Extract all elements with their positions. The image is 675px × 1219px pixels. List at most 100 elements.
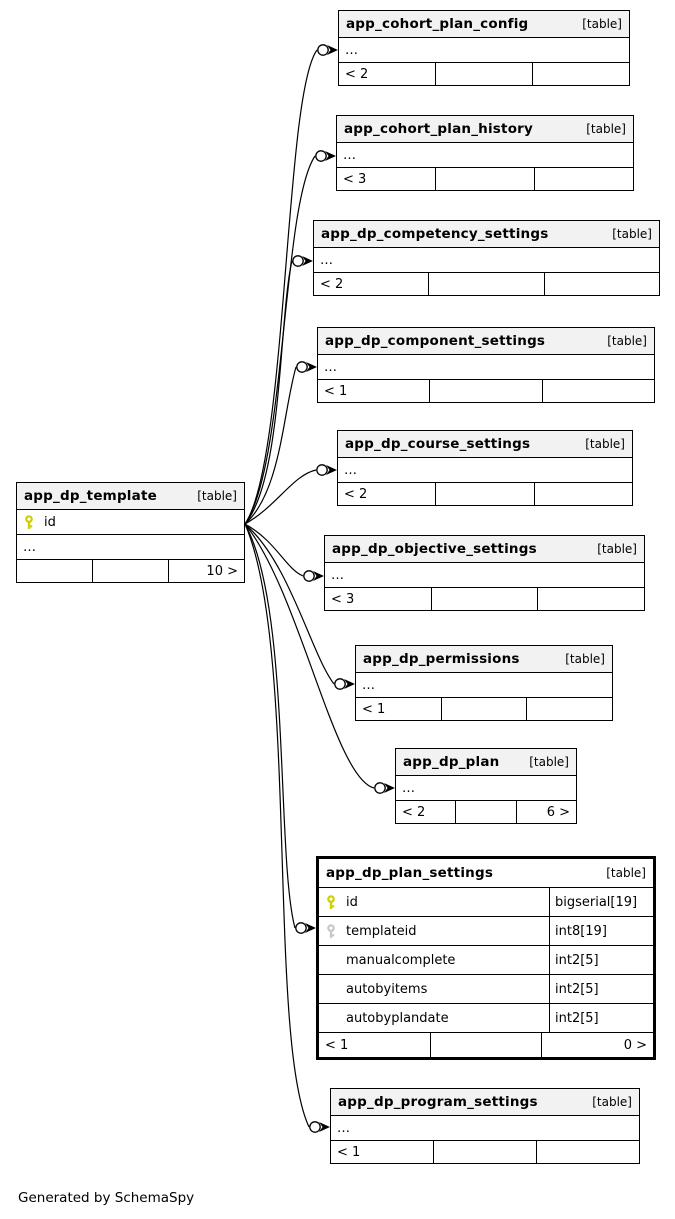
column-name: … bbox=[362, 677, 375, 693]
degree-row: < 1 bbox=[356, 698, 612, 720]
table-header-app_cohort_plan_config[interactable]: app_cohort_plan_config[table] bbox=[339, 11, 629, 38]
hidden-columns-row: … bbox=[339, 38, 629, 63]
degree-cell bbox=[434, 1141, 537, 1163]
degree-row: < 3 bbox=[337, 168, 633, 190]
degree-row: < 2 bbox=[339, 63, 629, 85]
hidden-columns-row: … bbox=[325, 563, 644, 588]
degree-cell bbox=[456, 801, 517, 823]
edge-arrowhead-icon bbox=[384, 783, 395, 793]
degree-cell bbox=[535, 168, 633, 190]
table-name[interactable]: app_dp_component_settings bbox=[325, 333, 546, 349]
degree-row: < 2 bbox=[338, 483, 632, 505]
table-name[interactable]: app_dp_template bbox=[24, 488, 157, 504]
table-name[interactable]: app_dp_competency_settings bbox=[321, 226, 549, 242]
degree-cell bbox=[436, 483, 535, 505]
degree-cell bbox=[436, 168, 535, 190]
primary-key-icon bbox=[327, 894, 335, 909]
hidden-columns-row: … bbox=[396, 776, 576, 801]
column-type-cell: bigserial[19] bbox=[549, 888, 653, 916]
table-node-app_dp_course_settings: app_dp_course_settings [table] …< 2 bbox=[337, 430, 633, 506]
table-header-app_dp_template[interactable]: app_dp_template [table] bbox=[17, 483, 244, 510]
column-name-cell: id bbox=[319, 888, 549, 916]
column-type-cell: int2[5] bbox=[549, 975, 653, 1003]
table-header-app_dp_competency_settings[interactable]: app_dp_competency_settings [table] bbox=[314, 221, 659, 248]
table-node-app_cohort_plan_history: app_cohort_plan_history[table] … < 3 bbox=[336, 115, 634, 191]
edge-circle-terminator bbox=[374, 782, 386, 794]
table-type-badge: [table] bbox=[592, 1095, 632, 1109]
table-header-app_dp_objective_settings[interactable]: app_dp_objective_settings[table] bbox=[325, 536, 644, 563]
edge-arrowhead-icon bbox=[326, 465, 337, 475]
table-type-badge: [table] bbox=[585, 437, 625, 451]
table-type-badge: [table] bbox=[607, 334, 647, 348]
table-name[interactable]: app_dp_objective_settings bbox=[332, 541, 537, 557]
column-name: … bbox=[345, 42, 358, 58]
table-header-app_dp_component_settings[interactable]: app_dp_component_settings [table] bbox=[318, 328, 654, 355]
degree-cell bbox=[543, 380, 654, 402]
edge-arrowhead-icon bbox=[306, 362, 317, 372]
column-name-cell: … bbox=[17, 535, 244, 559]
edge-circle-terminator bbox=[316, 464, 328, 476]
column-name-cell: … bbox=[356, 673, 612, 697]
column-type-cell: int2[5] bbox=[549, 946, 653, 974]
table-header-app_dp_course_settings[interactable]: app_dp_course_settings [table] bbox=[338, 431, 632, 458]
column-name-cell: id bbox=[17, 510, 244, 534]
degree-cell bbox=[17, 560, 93, 582]
table-header-app_dp_plan[interactable]: app_dp_plan [table] bbox=[396, 749, 576, 776]
degree-row: < 1 bbox=[331, 1141, 639, 1163]
relationship-line-app_dp_course_settings bbox=[244, 469, 317, 525]
table-type-badge: [table] bbox=[565, 652, 605, 666]
degree-cell bbox=[429, 273, 545, 295]
column-name: … bbox=[343, 147, 356, 163]
table-header-app_dp_plan_settings[interactable]: app_dp_plan_settings[table] bbox=[319, 859, 653, 888]
edge-circle-terminator bbox=[303, 570, 315, 582]
edge-arrowhead-icon bbox=[325, 151, 336, 161]
column-row-manualcomplete: manualcomplete int2[5] bbox=[319, 946, 653, 975]
degree-cell bbox=[545, 273, 659, 295]
table-name[interactable]: app_dp_program_settings bbox=[338, 1094, 538, 1110]
table-name[interactable]: app_dp_course_settings bbox=[345, 436, 531, 452]
degree-cell bbox=[442, 698, 528, 720]
hidden-columns-row: … bbox=[331, 1116, 639, 1141]
table-header-app_dp_program_settings[interactable]: app_dp_program_settings [table] bbox=[331, 1089, 639, 1116]
column-name: templateid bbox=[346, 923, 417, 939]
column-name: … bbox=[331, 567, 344, 583]
table-name[interactable]: app_dp_plan bbox=[403, 754, 500, 770]
relationship-line-app_dp_competency_settings bbox=[244, 260, 293, 525]
column-name-cell: … bbox=[338, 458, 632, 482]
column-row-id: id bbox=[17, 510, 244, 535]
table-type-badge: [table] bbox=[612, 227, 652, 241]
degree-cell bbox=[431, 1033, 543, 1057]
column-name: manualcomplete bbox=[346, 952, 456, 968]
table-type-badge: [table] bbox=[529, 755, 569, 769]
edge-arrowhead-icon bbox=[327, 45, 338, 55]
hidden-columns-row: … bbox=[314, 248, 659, 273]
table-name[interactable]: app_dp_permissions bbox=[363, 651, 520, 667]
table-header-app_cohort_plan_history[interactable]: app_cohort_plan_history[table] bbox=[337, 116, 633, 143]
relationship-line-app_dp_objective_settings bbox=[244, 523, 304, 577]
table-name[interactable]: app_dp_plan_settings bbox=[326, 865, 494, 881]
hidden-columns-row: … bbox=[337, 143, 633, 168]
edge-circle-terminator bbox=[334, 678, 346, 690]
degree-row: 10 > bbox=[17, 560, 244, 582]
table-node-app_dp_template: app_dp_template [table] id…10 > bbox=[16, 482, 245, 583]
table-node-app_dp_competency_settings: app_dp_competency_settings[table]…< 2 bbox=[313, 220, 660, 296]
edge-circle-terminator bbox=[317, 44, 329, 56]
table-name[interactable]: app_cohort_plan_history bbox=[344, 121, 534, 137]
relationship-line-app_dp_plan bbox=[244, 523, 375, 789]
primary-key-icon bbox=[25, 514, 33, 529]
column-name-cell: manualcomplete bbox=[319, 946, 549, 974]
column-name: autobyplandate bbox=[346, 1010, 449, 1026]
table-header-app_dp_permissions[interactable]: app_dp_permissions [table] bbox=[356, 646, 612, 673]
table-type-badge: [table] bbox=[197, 489, 237, 503]
degree-cell bbox=[537, 1141, 639, 1163]
edge-circle-terminator bbox=[315, 150, 327, 162]
column-name: … bbox=[320, 252, 333, 268]
column-name: … bbox=[337, 1120, 350, 1136]
table-name[interactable]: app_cohort_plan_config bbox=[346, 16, 529, 32]
